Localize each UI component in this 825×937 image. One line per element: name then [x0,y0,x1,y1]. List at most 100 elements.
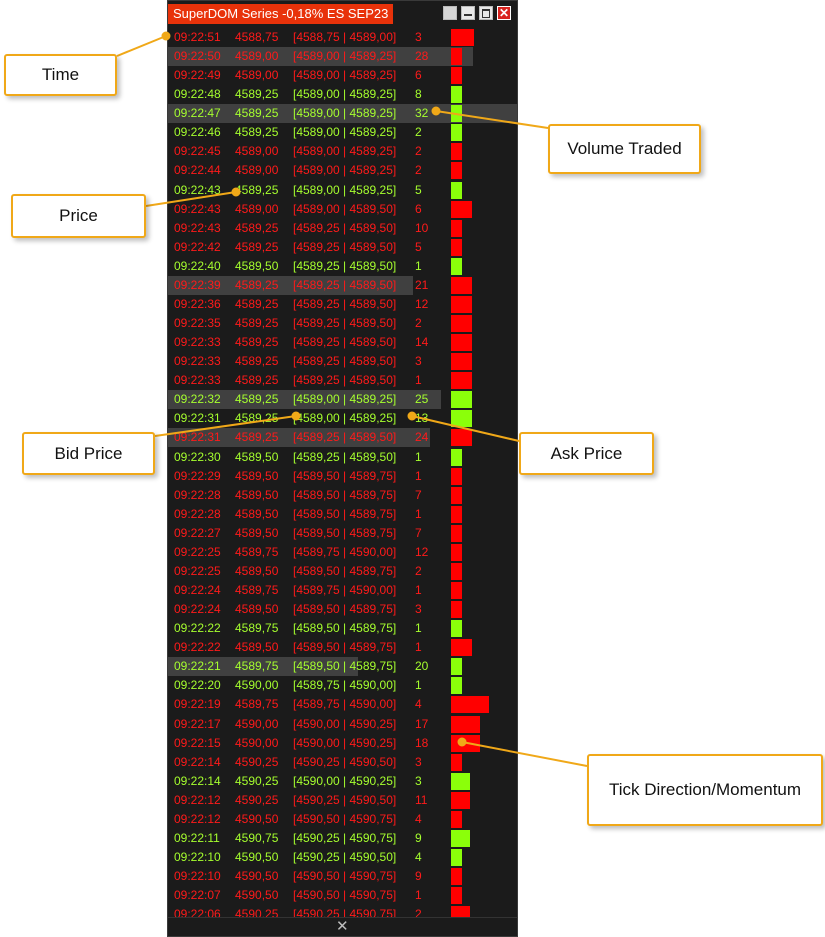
tick-direction-bar [451,524,462,542]
window-menu-icon[interactable] [443,6,457,20]
bid-ask-price: [4590,50 | 4590,75] [293,888,397,903]
trade-price: 4589,25 [235,354,279,369]
trade-volume: 28 [415,49,429,64]
trade-price: 4589,25 [235,220,279,235]
trade-volume: 4 [415,697,422,712]
bid-ask-price: [4589,00 | 4589,25] [293,144,397,159]
tick-direction-bar [451,315,472,333]
tick-direction-bar [451,162,462,180]
trade-volume: 1 [415,373,422,388]
trade-volume: 11 [415,792,428,807]
trade-time: 09:22:32 [174,392,221,407]
trade-time: 09:22:44 [174,163,221,178]
tick-direction-bar [451,238,462,256]
trade-time: 09:22:19 [174,697,221,712]
bid-ask-price: [4589,00 | 4589,25] [293,392,397,407]
tick-direction-bar [451,601,462,619]
tick-direction-bar [451,486,462,504]
annotation-tick-direction: Tick Direction/Momentum [587,754,823,826]
bid-ask-price: [4589,50 | 4589,75] [293,659,397,674]
trade-price: 4589,25 [235,316,279,331]
close-x-icon[interactable]: ✕ [336,918,349,935]
trade-time: 09:22:33 [174,373,221,388]
trade-price: 4589,50 [235,506,279,521]
title-bar[interactable]: SuperDOM Series -0,18% ES SEP23 ✕ [168,1,517,25]
trade-volume: 2 [415,563,422,578]
trade-volume: 12 [415,296,429,311]
trade-time: 09:22:07 [174,888,221,903]
volume-highlight [168,47,473,67]
trade-volume: 1 [415,621,422,636]
bid-ask-price: [4589,75 | 4590,00] [293,544,397,559]
trade-time: 09:22:25 [174,544,221,559]
trade-time: 09:22:50 [174,49,221,64]
trade-price: 4590,50 [235,811,279,826]
minimize-icon[interactable] [461,6,475,20]
trade-time: 09:22:20 [174,678,221,693]
maximize-icon[interactable] [479,6,493,20]
tick-direction-bar [451,257,462,275]
tick-direction-bar [451,639,472,657]
tick-direction-bar [451,334,472,352]
close-icon[interactable]: ✕ [497,6,511,20]
trade-volume: 6 [415,201,422,216]
trade-price: 4589,00 [235,201,279,216]
bid-ask-price: [4589,25 | 4589,50] [293,354,397,369]
trade-price: 4589,75 [235,621,279,636]
annotation-ask-price: Ask Price [519,432,654,475]
trade-price: 4589,00 [235,68,279,83]
tick-direction-bar [451,868,462,886]
trade-price: 4590,00 [235,678,279,693]
tick-direction-bar [451,715,480,733]
trade-time: 09:22:46 [174,125,221,140]
bid-ask-price: [4590,25 | 4590,50] [293,754,397,769]
trade-time: 09:22:21 [174,659,221,674]
